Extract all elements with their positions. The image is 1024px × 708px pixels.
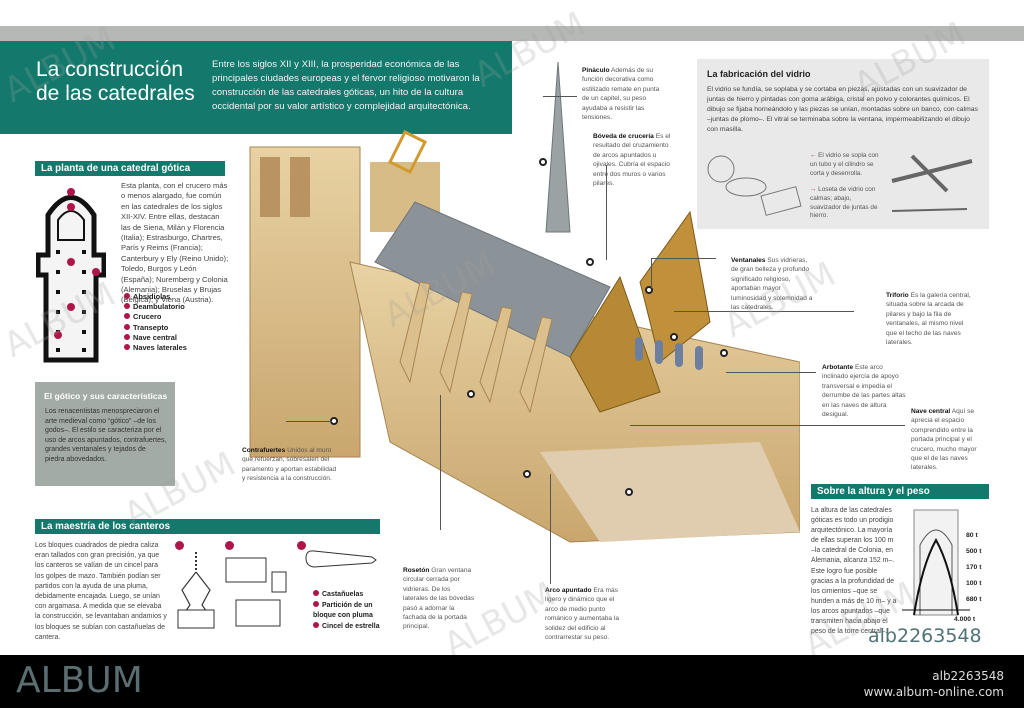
gothic-heading: El gótico y sus características: [44, 391, 168, 401]
legend-item: Deambulatorio: [124, 302, 187, 312]
leader-line: [726, 372, 816, 373]
footer-bar: [0, 655, 1024, 708]
cathedral-floor-plan: [36, 188, 106, 363]
structural-section-diagram: [902, 509, 970, 616]
callout-boveda: Bóveda de crucería Es el resultado del c…: [593, 133, 671, 188]
leader-line: [606, 165, 607, 260]
marker-pinaculo[interactable]: [539, 158, 547, 166]
lead-came-illustration: [891, 154, 973, 212]
glass-blowing-illustration: [707, 155, 802, 216]
plan-text: Esta planta, con el crucero más o menos …: [121, 181, 229, 305]
load-4000: 4.000 t: [954, 616, 976, 623]
load-100: 100 t: [966, 580, 982, 587]
legend-item: Cincel de estrella: [313, 621, 388, 633]
glass-note-2: → Loseta de vidrio con calmas; abajo, su…: [810, 186, 878, 220]
masons-heading: La maestría de los canteros: [35, 519, 380, 534]
load-scale: 80 t 500 t 170 t 100 t 680 t 4.000 t: [954, 528, 982, 628]
marker-triforio[interactable]: [670, 333, 678, 341]
plan-marker-6: [54, 331, 62, 339]
footer-url[interactable]: www.album-online.com: [863, 685, 1004, 699]
load-500: 500 t: [966, 548, 982, 555]
callout-triforio: Triforio Es la galería central, situada …: [886, 292, 971, 347]
load-680: 680 t: [966, 596, 982, 603]
marker-ventanales[interactable]: [645, 286, 653, 294]
leader-line: [630, 425, 905, 426]
callout-ventanales: Ventanales Sus vidrieras, de gran bellez…: [731, 257, 813, 312]
gothic-box: El gótico y sus características Los rena…: [35, 382, 175, 486]
callout-pinaculo: Pináculo Además de su función decorativa…: [582, 67, 660, 122]
glass-box: La fabricación del vidrio El vidrio se f…: [697, 59, 989, 229]
plan-heading: La planta de una catedral gótica: [35, 161, 225, 176]
footer-image-id: alb2263548: [932, 669, 1004, 683]
footer-info: alb2263548 www.album-online.com: [864, 668, 1004, 700]
height-heading: Sobre la altura y el peso: [811, 484, 989, 499]
marker-arbotante[interactable]: [720, 349, 728, 357]
step-marker-2: [225, 541, 234, 550]
leader-line: [651, 258, 716, 259]
glass-text: El vidrio se fundía, se soplaba y se cor…: [707, 86, 978, 133]
masons-legend: Castañuelas Partición de un bloque con p…: [313, 590, 388, 632]
callout-contrafuertes: Contrafuertes Unidos al muro que refuerz…: [242, 447, 337, 483]
step-marker-1: [175, 541, 184, 550]
leader-line: [651, 258, 652, 288]
marker-arco[interactable]: [523, 470, 531, 478]
image-id-overlay: alb2263548: [868, 625, 982, 647]
plan-marker-4: [92, 268, 100, 276]
album-logo[interactable]: ALBUM: [16, 660, 143, 701]
pluma-illustration: [225, 557, 287, 627]
glass-note-1: ← El vidrio se sopla con un tubo y el ci…: [810, 152, 879, 177]
load-80: 80 t: [966, 532, 978, 539]
intro-text: Entre los siglos XII y XIII, la prosperi…: [212, 59, 480, 112]
leader-line: [440, 395, 441, 530]
legend-item: Naves laterales: [124, 343, 187, 353]
legend-item: Transepto: [124, 323, 187, 333]
plan-marker-5: [67, 303, 75, 311]
plan-legend: Absidiolas Deambulatorio Crucero Transep…: [124, 292, 187, 353]
header-banner: [0, 41, 512, 134]
glass-heading: La fabricación del vidrio: [707, 69, 811, 79]
legend-item: Castañuelas: [313, 590, 388, 601]
top-band: [0, 26, 1024, 41]
marker-boveda[interactable]: [586, 258, 594, 266]
legend-item: Nave central: [124, 333, 187, 343]
page-title: La construcción de las catedrales: [36, 58, 195, 105]
cincel-illustration: [305, 550, 377, 568]
marker-nave[interactable]: [625, 488, 633, 496]
gothic-text: Los renacentistas menospreciaron el arte…: [45, 408, 167, 463]
load-170: 170 t: [966, 564, 982, 571]
callout-arbotante: Arbotante Este arco inclinado ejercía de…: [822, 364, 906, 419]
castanuelas-illustration: [177, 552, 215, 629]
plan-marker-2: [67, 203, 75, 211]
leader-line: [286, 421, 332, 422]
leader-line: [674, 311, 854, 312]
plan-marker-3: [67, 258, 75, 266]
leader-line: [543, 96, 577, 97]
height-text: La altura de las catedrales góticas es t…: [811, 507, 897, 636]
callout-nave: Nave central Aquí se aprecia el espacio …: [911, 408, 977, 472]
marker-roseton[interactable]: [467, 390, 475, 398]
legend-item: Absidiolas: [124, 292, 187, 302]
masons-text: Los bloques cuadrados de piedra caliza e…: [35, 542, 167, 641]
legend-item: Crucero: [124, 312, 187, 322]
callout-roseton: Rosetón Gran ventana circular cerrada po…: [403, 567, 475, 631]
plan-marker-1: [67, 188, 75, 196]
callout-arco: Arco apuntado Era más ligero y dinámico …: [545, 587, 620, 642]
leader-line: [550, 474, 551, 584]
cathedral-cutaway-illustration: [249, 62, 800, 543]
step-marker-3: [297, 541, 306, 550]
legend-item: Partición de un bloque con pluma: [313, 600, 373, 619]
